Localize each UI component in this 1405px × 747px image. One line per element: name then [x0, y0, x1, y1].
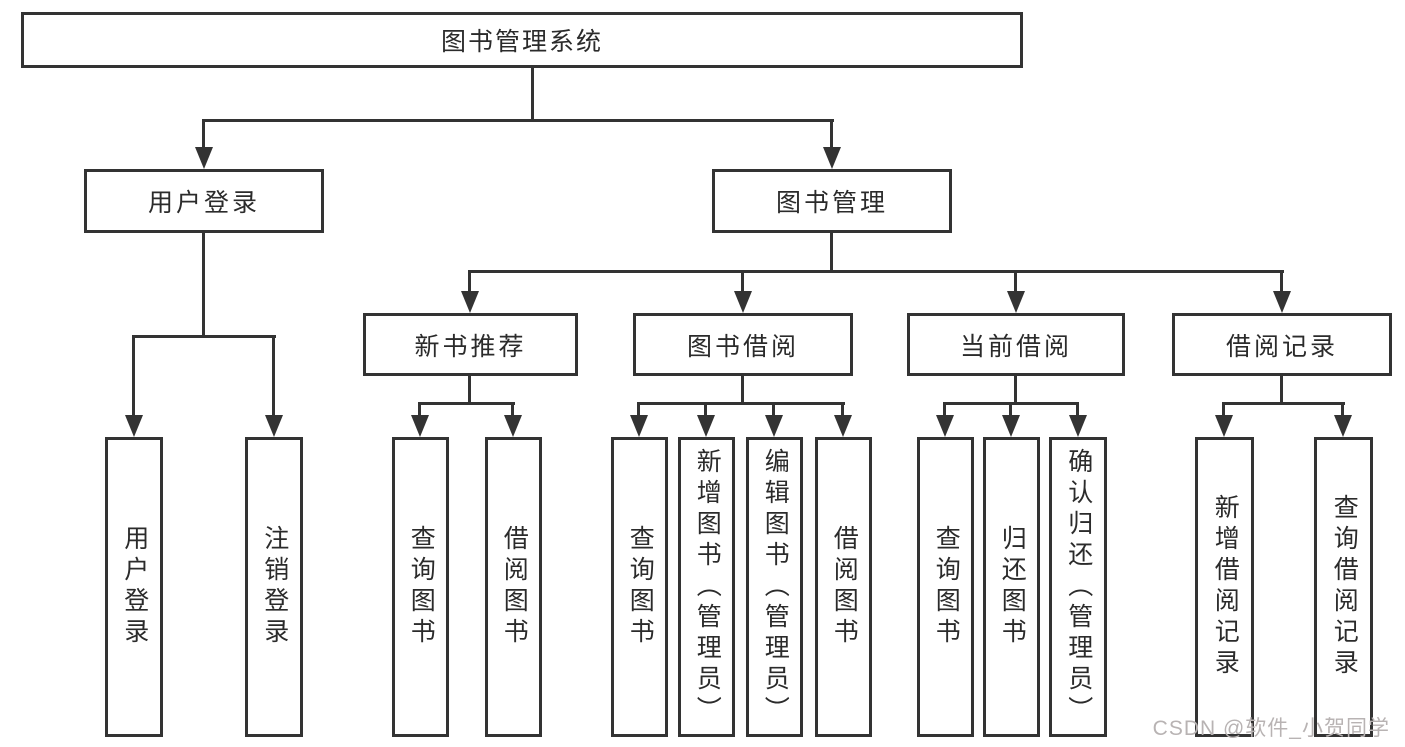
- leaf-bb-query-books: 查询图书: [611, 437, 668, 737]
- node-user-login: 用户登录: [84, 169, 324, 233]
- connector-line-vertical: [741, 270, 744, 293]
- arrow-down-icon: [630, 415, 648, 437]
- leaf-bb-query-books-label: 查询图书: [626, 525, 655, 649]
- node-new-book-recommend-label: 新书推荐: [414, 332, 527, 361]
- connector-line-horizontal: [468, 270, 1284, 273]
- connector-line-vertical: [1280, 270, 1283, 293]
- connector-line-vertical: [1341, 402, 1344, 417]
- leaf-user-login-label: 用户登录: [120, 525, 149, 649]
- connector-line-horizontal: [1223, 402, 1345, 405]
- connector-line-vertical: [1280, 376, 1283, 405]
- leaf-br-add-record: 新增借阅记录: [1195, 437, 1254, 737]
- arrow-down-icon: [461, 291, 479, 313]
- node-borrowing-records-label: 借阅记录: [1225, 332, 1338, 361]
- connector-line-vertical: [943, 402, 946, 417]
- node-book-borrowing: 图书借阅: [633, 313, 853, 376]
- leaf-cb-return-books: 归还图书: [983, 437, 1040, 737]
- arrow-down-icon: [765, 415, 783, 437]
- connector-line-vertical: [202, 233, 205, 338]
- arrow-down-icon: [936, 415, 954, 437]
- node-book-borrowing-label: 图书借阅: [686, 332, 799, 361]
- arrow-down-icon: [1273, 291, 1291, 313]
- connector-line-vertical: [637, 402, 640, 417]
- node-borrowing-records: 借阅记录: [1172, 313, 1392, 376]
- arrow-down-icon: [1334, 415, 1352, 437]
- arrow-down-icon: [195, 147, 213, 169]
- connector-line-vertical: [830, 119, 833, 149]
- node-new-book-recommend: 新书推荐: [363, 313, 578, 376]
- connector-line-horizontal: [944, 402, 1079, 405]
- leaf-br-query-record-label: 查询借阅记录: [1330, 494, 1359, 680]
- connector-line-horizontal: [418, 402, 515, 405]
- connector-line-vertical: [704, 402, 707, 417]
- arrow-down-icon: [1069, 415, 1087, 437]
- connector-line-vertical: [132, 335, 135, 417]
- connector-line-vertical: [741, 376, 744, 405]
- arrow-down-icon: [734, 291, 752, 313]
- node-book-management-label: 图书管理: [775, 189, 888, 217]
- arrow-down-icon: [411, 415, 429, 437]
- connector-line-horizontal: [638, 402, 845, 405]
- node-book-management: 图书管理: [712, 169, 952, 233]
- connector-line-vertical: [1014, 376, 1017, 405]
- arrow-down-icon: [697, 415, 715, 437]
- connector-line-vertical: [511, 402, 514, 417]
- connector-line-vertical: [1076, 402, 1079, 417]
- node-current-borrowing-label: 当前借阅: [959, 332, 1072, 361]
- connector-line-vertical: [272, 335, 275, 417]
- arrow-down-icon: [1007, 291, 1025, 313]
- leaf-br-add-record-label: 新增借阅记录: [1211, 494, 1240, 680]
- node-root: 图书管理系统: [21, 12, 1023, 68]
- arrow-down-icon: [125, 415, 143, 437]
- connector-line-vertical: [468, 376, 471, 405]
- node-current-borrowing: 当前借阅: [907, 313, 1125, 376]
- leaf-logout: 注销登录: [245, 437, 303, 737]
- connector-line-vertical: [418, 402, 421, 417]
- connector-line-horizontal: [203, 119, 834, 122]
- connector-line-vertical: [830, 233, 833, 273]
- connector-line-vertical: [531, 68, 534, 119]
- arrow-down-icon: [504, 415, 522, 437]
- arrow-down-icon: [265, 415, 283, 437]
- arrow-down-icon: [834, 415, 852, 437]
- leaf-cb-confirm-return-admin-label: 确认归还（管理员）: [1064, 447, 1093, 727]
- node-root-label: 图书管理系统: [440, 28, 603, 56]
- leaf-nb-borrow-books: 借阅图书: [485, 437, 542, 737]
- leaf-nb-query-books-label: 查询图书: [407, 525, 436, 649]
- leaf-cb-query-books-label: 查询图书: [932, 525, 961, 649]
- connector-line-vertical: [841, 402, 844, 417]
- leaf-cb-confirm-return-admin: 确认归还（管理员）: [1049, 437, 1107, 737]
- csdn-watermark: CSDN @软件_小贺同学: [1152, 717, 1390, 740]
- leaf-bb-edit-book-admin: 编辑图书（管理员）: [746, 437, 803, 737]
- connector-line-vertical: [468, 270, 471, 293]
- leaf-cb-query-books: 查询图书: [917, 437, 974, 737]
- connector-line-horizontal: [132, 335, 276, 338]
- leaf-bb-edit-book-admin-label: 编辑图书（管理员）: [761, 447, 790, 727]
- leaf-nb-borrow-books-label: 借阅图书: [500, 525, 529, 649]
- leaf-bb-borrow-books: 借阅图书: [815, 437, 872, 737]
- node-user-login-label: 用户登录: [147, 189, 260, 217]
- leaf-logout-label: 注销登录: [260, 525, 289, 649]
- connector-line-vertical: [1222, 402, 1225, 417]
- arrow-down-icon: [1002, 415, 1020, 437]
- leaf-bb-add-book-admin: 新增图书（管理员）: [678, 437, 735, 737]
- arrow-down-icon: [1215, 415, 1233, 437]
- connector-line-vertical: [202, 119, 205, 149]
- leaf-user-login: 用户登录: [105, 437, 163, 737]
- leaf-bb-borrow-books-label: 借阅图书: [830, 525, 859, 649]
- arrow-down-icon: [823, 147, 841, 169]
- leaf-br-query-record: 查询借阅记录: [1314, 437, 1373, 737]
- connector-line-vertical: [772, 402, 775, 417]
- leaf-cb-return-books-label: 归还图书: [998, 525, 1027, 649]
- connector-line-vertical: [1014, 270, 1017, 293]
- leaf-bb-add-book-admin-label: 新增图书（管理员）: [693, 447, 722, 727]
- connector-line-vertical: [1009, 402, 1012, 417]
- leaf-nb-query-books: 查询图书: [392, 437, 449, 737]
